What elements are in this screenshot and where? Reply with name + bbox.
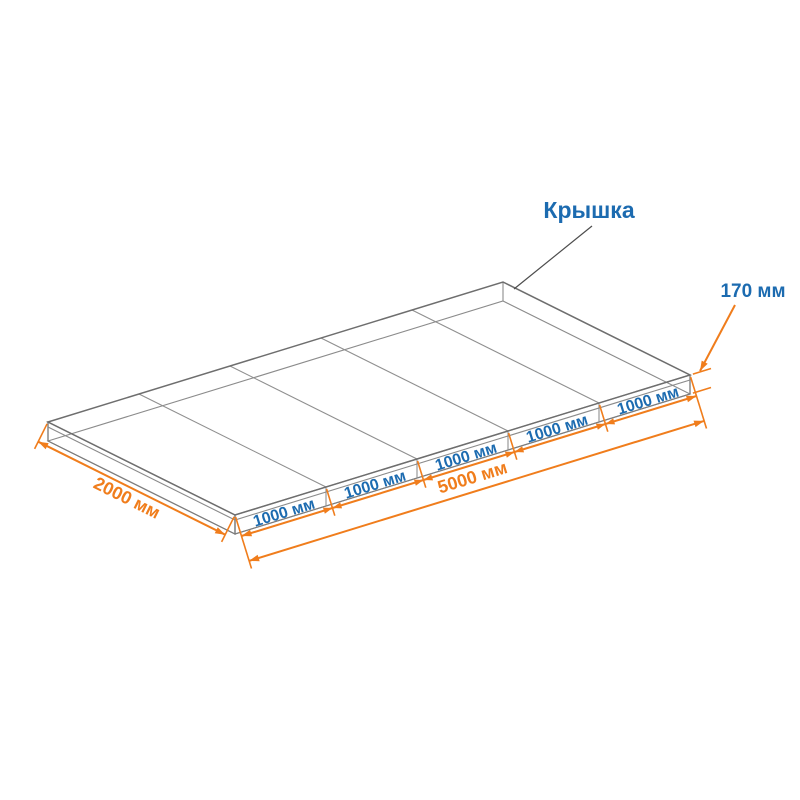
thickness-arrow	[699, 304, 736, 372]
segment-tick-0	[234, 516, 253, 569]
thickness-ext-tick-bottom	[692, 386, 712, 394]
dimension-thickness-170: 170 мм	[692, 281, 786, 394]
callout-cover: Крышка	[513, 197, 635, 290]
thickness-ext-tick-top	[692, 367, 712, 375]
diaphragm-4	[411, 309, 600, 404]
cover-leader-line	[513, 225, 593, 290]
corner-edges	[47, 282, 691, 534]
width-dimension-line	[37, 440, 226, 536]
width-ext-tick-top	[33, 423, 48, 450]
length-dimension-line	[248, 419, 705, 562]
width-ext-tick-bottom	[220, 516, 235, 543]
cover-label: Крышка	[543, 197, 634, 223]
segment-tick-5	[689, 376, 708, 429]
thickness-label: 170 мм	[720, 281, 785, 302]
